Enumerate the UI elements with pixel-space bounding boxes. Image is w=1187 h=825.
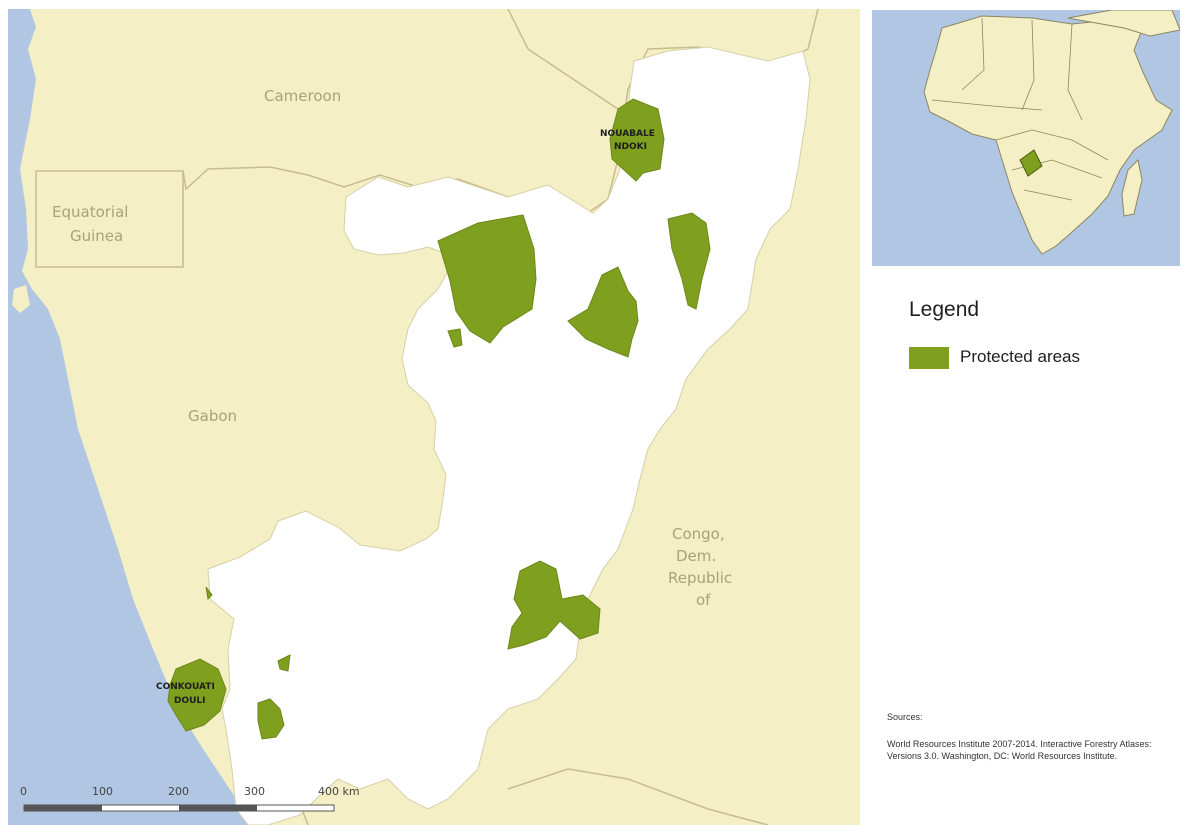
scale-bar: 0 100 200 300 400 km xyxy=(20,785,360,812)
scale-tick-200: 200 xyxy=(168,785,189,798)
inset-map-africa[interactable] xyxy=(872,10,1180,266)
label-drc-4: of xyxy=(696,591,711,609)
main-map[interactable]: Cameroon Equatorial Guinea Gabon Congo, … xyxy=(8,9,860,825)
island xyxy=(12,285,30,313)
legend-label-protected-areas: Protected areas xyxy=(960,347,1081,366)
label-equatorial-guinea-2: Guinea xyxy=(70,227,123,245)
protected-area-south-small-3[interactable] xyxy=(205,586,213,601)
scale-tick-400: 400 km xyxy=(318,785,360,798)
inset-congo-highlight xyxy=(1019,149,1043,177)
ocean xyxy=(8,9,253,825)
republic-of-congo[interactable] xyxy=(207,46,811,825)
legend-title: Legend xyxy=(909,298,980,321)
label-nouabale-1: NOUABALE xyxy=(600,129,655,139)
protected-area-south-small-2[interactable] xyxy=(277,654,291,672)
label-nouabale-2: NDOKI xyxy=(614,142,647,152)
scale-tick-300: 300 xyxy=(244,785,265,798)
legend-swatch-protected-areas xyxy=(909,347,949,369)
inset-europe-asia xyxy=(1067,10,1180,37)
protected-area-south-small-1[interactable] xyxy=(257,698,285,740)
label-cameroon: Cameroon xyxy=(264,87,341,105)
label-drc-3: Republic xyxy=(668,569,732,587)
label-drc-1: Congo, xyxy=(672,525,725,543)
protected-area-conkouati-douli[interactable] xyxy=(167,658,227,732)
sources-text: World Resources Institute 2007-2014. Int… xyxy=(887,739,1152,761)
protected-area-central[interactable] xyxy=(567,266,639,358)
protected-area-small-west[interactable] xyxy=(447,328,463,348)
scale-tick-100: 100 xyxy=(92,785,113,798)
protected-area-south-east[interactable] xyxy=(507,560,601,650)
sources-heading: Sources: xyxy=(887,712,923,722)
label-conkouati-1: CONKOUATI xyxy=(156,682,215,692)
label-conkouati-2: DOULI xyxy=(174,696,206,706)
protected-area-nouabale-ndoki[interactable] xyxy=(609,98,665,182)
label-drc-2: Dem. xyxy=(676,547,716,565)
protected-area-north-east[interactable] xyxy=(667,212,711,310)
label-gabon: Gabon xyxy=(188,407,237,425)
protected-area-north-west[interactable] xyxy=(437,214,537,344)
scale-tick-0: 0 xyxy=(20,785,27,798)
madagascar xyxy=(1121,158,1143,217)
label-equatorial-guinea-1: Equatorial xyxy=(52,203,128,221)
